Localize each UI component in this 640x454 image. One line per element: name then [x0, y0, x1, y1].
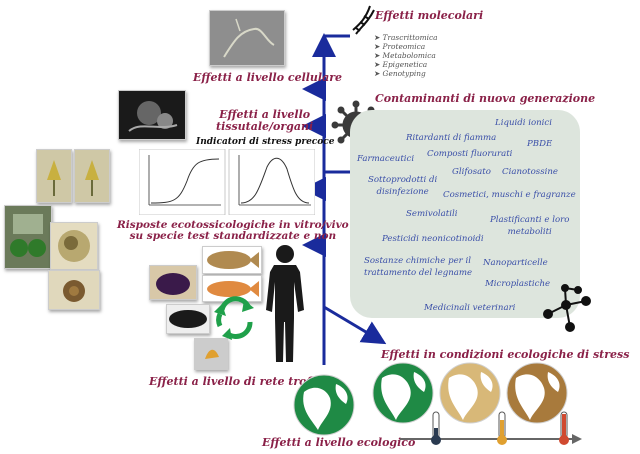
title-tissue: Effetti a livello tissutale/organi	[216, 109, 313, 133]
omic-item: Genotyping	[382, 69, 426, 78]
ecotox-line1: Risposte ecotossicologiche in vitro/vivo	[117, 219, 349, 231]
ecotox-line2: su specie test standardizzate e non	[129, 230, 337, 242]
contaminant-microplastiche: Microplastiche	[485, 279, 551, 289]
title-ecological: Effetti a livello ecologico	[262, 436, 416, 449]
omics-list: ➤ Trascrittomica ➤ Proteomica ➤ Metabolo…	[374, 33, 438, 78]
contaminant-sostanze: Sostanze chimiche per il trattamento del…	[364, 256, 472, 278]
title-ecotox: Risposte ecotossicologiche in vitro/vivo…	[117, 220, 349, 242]
flatfish-photo	[202, 246, 262, 274]
contaminant-medicinali: Medicinali veterinari	[424, 303, 516, 313]
thermometer-mid	[497, 411, 507, 445]
thermometer-high	[559, 411, 569, 445]
contaminant-pbde: PBDE	[527, 139, 553, 149]
contaminant-ritardanti: Ritardanti di fiamma	[406, 133, 497, 143]
plastificanti-line1: Plastificanti e loro	[490, 215, 570, 225]
title-early-indicators: Indicatori di stress precoce	[196, 137, 335, 147]
sostanze-line2: trattamento del legname	[364, 268, 473, 278]
contaminant-nanoparticelle: Nanoparticelle	[483, 258, 548, 268]
omic-item: Epigenetica	[382, 60, 428, 69]
omic-item: Proteomica	[382, 42, 426, 51]
cell-micrograph-photo	[209, 10, 285, 66]
branch-stress-arrow	[323, 305, 387, 345]
globe-ecological	[293, 374, 355, 436]
globe-green	[372, 362, 434, 424]
plant-bottles-photo	[4, 205, 52, 269]
larvae-dish-photo	[50, 222, 98, 270]
mussel-photo	[166, 304, 210, 334]
sottoprodotti-line1: Sottoprodotti di	[368, 175, 438, 185]
contaminant-plastificanti: Plastificanti e loro metaboliti	[490, 215, 569, 237]
title-molecular: Effetti molecolari	[375, 9, 484, 22]
omic-item: Trascrittomica	[382, 33, 438, 42]
contaminant-cianotossine: Cianotossine	[502, 167, 558, 177]
contaminant-farmaceutici: Farmaceutici	[357, 154, 415, 164]
contaminant-sottoprodotti: Sottoprodotti di disinfezione	[368, 175, 437, 197]
organism-photo-1	[36, 149, 72, 203]
omic-item: Metabolomica	[382, 51, 436, 60]
plastificanti-line2: metaboliti	[507, 227, 552, 237]
sea-urchin-photo	[149, 265, 197, 300]
contaminant-liquidi: Liquidi ionici	[495, 118, 552, 128]
title-cellular: Effetti a livello cellulare	[193, 71, 343, 84]
tissue-line1: Effetti a livello	[219, 108, 311, 121]
title-contaminants: Contaminanti di nuova generazione	[375, 92, 596, 105]
contaminant-pesticidi: Pesticidi neonicotinoidi	[382, 234, 484, 244]
tissue-line2: tissutale/organi	[216, 120, 314, 133]
sottoprodotti-line2: disinfezione	[376, 187, 429, 197]
contaminant-composti: Composti fluorurati	[427, 149, 513, 159]
tissue-micrograph-photo	[118, 90, 186, 140]
globe-brown	[506, 362, 568, 424]
organism-photo-2	[74, 149, 110, 203]
snail-photo	[48, 270, 100, 310]
contaminants-panel	[350, 110, 580, 318]
globe-tan	[439, 362, 501, 424]
title-stress: Effetti in condizioni ecologiche di stre…	[381, 348, 630, 361]
dose-response-graphs	[139, 149, 315, 215]
thermometer-low	[431, 411, 441, 445]
contaminant-cosmetici: Cosmetici, muschi e fragranze	[443, 190, 576, 200]
copepod-photo	[194, 338, 228, 370]
contaminant-glifosato: Glifosato	[452, 167, 491, 177]
sostanze-line1: Sostanze chimiche per il	[364, 256, 472, 266]
title-trophic: Effetti a livello di rete trofica	[149, 375, 329, 388]
contaminant-semivolatili: Semivolatili	[406, 209, 458, 219]
